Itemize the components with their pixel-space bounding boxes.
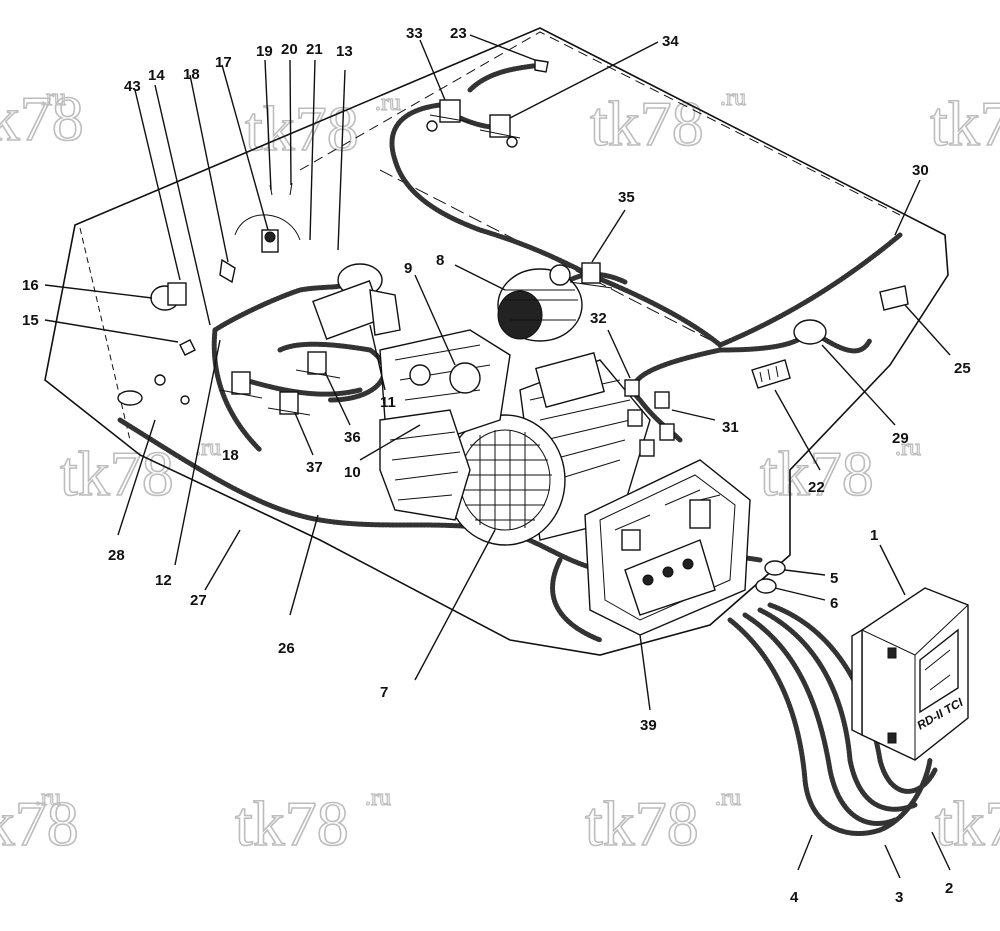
callout-26: 26 <box>278 640 295 657</box>
callout-1: 1 <box>870 527 878 544</box>
callout-10: 10 <box>344 464 361 481</box>
solenoid-valve-38 <box>219 371 263 399</box>
solenoid-valve-35 <box>569 262 613 289</box>
callout-16: 16 <box>22 277 39 294</box>
watermark-suffix: .ru <box>365 785 391 811</box>
watermark: tk78 <box>585 788 699 859</box>
callout-36: 36 <box>344 429 361 446</box>
solenoid-valve-37 <box>267 391 311 416</box>
electric-motor <box>444 352 651 546</box>
callout-8: 8 <box>436 252 444 269</box>
callout-34: 34 <box>662 33 679 50</box>
watermark: tk78 <box>0 83 84 154</box>
watermark: tk78 <box>590 88 704 159</box>
callout-5: 5 <box>830 570 838 587</box>
watermark: tk78 <box>0 788 79 859</box>
callout-labels: 1 2 3 4 5 6 7 8 9 10 11 12 13 14 15 16 1… <box>22 25 971 906</box>
watermark-suffix: .ru <box>715 785 741 811</box>
callout-6: 6 <box>830 595 838 612</box>
control-panel <box>584 459 751 636</box>
callout-13: 13 <box>336 43 353 60</box>
callout-28: 28 <box>108 547 125 564</box>
switch-17 <box>234 214 301 253</box>
sensor-29 <box>793 319 827 345</box>
watermark: tk78 <box>60 438 174 509</box>
callout-33: 33 <box>406 25 423 42</box>
solenoid-valve-36 <box>295 351 341 379</box>
watermark-suffix: .ru <box>40 85 66 111</box>
watermark: tk78 <box>235 788 349 859</box>
callout-27: 27 <box>190 592 207 609</box>
callout-25: 25 <box>954 360 971 377</box>
watermark-suffix: .ru <box>720 85 746 111</box>
leader-lines <box>44 34 951 879</box>
solenoid-valve-33 <box>426 99 471 132</box>
callout-31: 31 <box>722 419 739 436</box>
sensor-28 <box>117 374 190 406</box>
callout-29: 29 <box>892 430 909 447</box>
connector-22 <box>751 359 791 389</box>
callout-15: 15 <box>22 312 39 329</box>
callout-23: 23 <box>450 25 467 42</box>
watermark-suffix: .ru <box>35 785 61 811</box>
callout-18: 18 <box>183 66 200 83</box>
callout-19: 19 <box>256 43 273 60</box>
callout-35: 35 <box>618 189 635 206</box>
watermark: tk78 <box>930 88 1000 159</box>
callout-9: 9 <box>404 260 412 277</box>
watermark-suffix: .ru <box>375 90 401 116</box>
watermark: tk78 <box>760 438 874 509</box>
starter-motor <box>312 263 401 340</box>
callout-18b: 18 <box>222 447 239 464</box>
sensor-25 <box>879 285 909 311</box>
callout-39: 39 <box>640 717 657 734</box>
compressor <box>379 329 511 441</box>
callout-17: 17 <box>215 54 232 71</box>
callout-20: 20 <box>281 41 298 58</box>
controller-box: RD-II TCI <box>851 587 969 761</box>
sensor-left <box>150 282 187 311</box>
watermark: tk78 <box>935 788 1000 859</box>
callout-14: 14 <box>148 67 165 84</box>
sensor-18 <box>219 258 236 284</box>
callout-7: 7 <box>380 684 388 701</box>
terminal-15 <box>179 339 196 356</box>
callout-43: 43 <box>124 78 141 95</box>
callout-37: 37 <box>306 459 323 476</box>
gauges-5-6 <box>755 560 786 594</box>
watermark-suffix: .ru <box>895 435 921 461</box>
components: RD-II TCI <box>117 59 969 761</box>
connector-block <box>624 379 675 457</box>
callout-30: 30 <box>912 162 929 179</box>
wires-19-20 <box>269 182 293 196</box>
sensor-23 <box>534 59 549 73</box>
engine-block <box>379 409 471 521</box>
callout-11: 11 <box>380 394 396 411</box>
callout-21: 21 <box>306 41 323 58</box>
callout-12: 12 <box>155 572 172 589</box>
callout-4: 4 <box>790 889 799 906</box>
alternator <box>497 264 583 342</box>
callout-32: 32 <box>590 310 607 327</box>
callout-22: 22 <box>808 479 825 496</box>
solenoid-valve-34 <box>479 114 521 148</box>
callout-3: 3 <box>895 889 903 906</box>
callout-2: 2 <box>945 880 953 897</box>
